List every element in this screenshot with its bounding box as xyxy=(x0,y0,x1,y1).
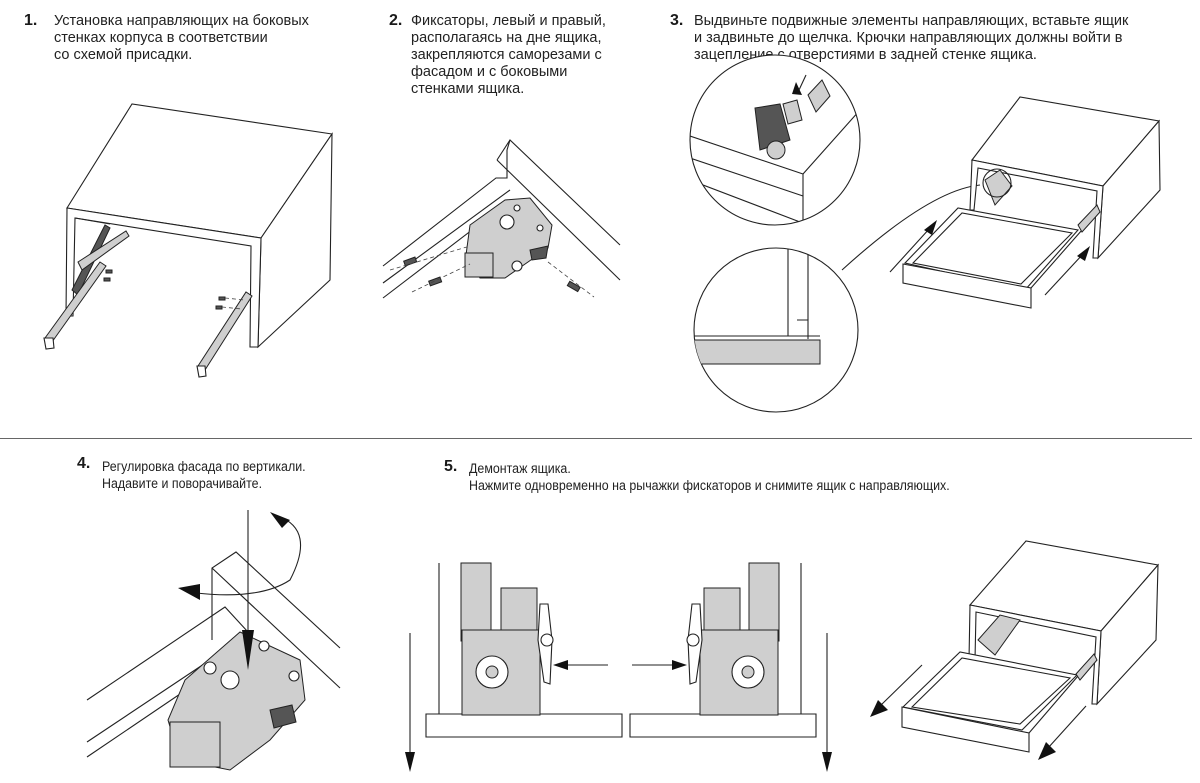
step-3-number: 3. xyxy=(670,12,684,29)
step-2-locking-device-illustration xyxy=(382,139,621,299)
step-2-line-1: Фиксаторы, левый и правый, xyxy=(411,13,606,29)
arrow-down-icon xyxy=(822,752,832,772)
step-3-line-2: и задвиньте до щелчка. Крючки направляющ… xyxy=(694,30,1123,46)
step-4-number: 4. xyxy=(77,455,91,472)
step-2-line-4: фасадом и с боковыми xyxy=(411,64,568,80)
arrow-icon xyxy=(792,82,802,95)
left-locking-device xyxy=(461,629,541,716)
step-1-line-2: стенках корпуса в соответствии xyxy=(54,30,268,46)
drawer-bottom-right xyxy=(629,713,817,738)
step-5-removal-front-view xyxy=(405,562,832,772)
screw-icon xyxy=(103,277,111,282)
drawer-bottom-left xyxy=(425,713,623,738)
step-2-line-5: стенками ящика. xyxy=(411,81,525,97)
section-divider xyxy=(0,438,1192,439)
drawer-inner xyxy=(910,657,1072,725)
step-2-line-2: располагаясь на дне ящика, xyxy=(411,30,602,46)
screw-icon xyxy=(218,296,226,301)
step-3-line-1: Выдвиньте подвижные элементы направляющи… xyxy=(694,13,1129,29)
drawer-front xyxy=(901,706,1030,753)
screw-icon xyxy=(566,280,581,293)
left-rail-end xyxy=(43,337,55,350)
step-4-line-2: Надавите и поворачивайте. xyxy=(102,476,263,491)
detail-circle-bottom xyxy=(693,247,859,413)
device-clip xyxy=(464,252,494,278)
arrow-icon xyxy=(1077,246,1090,261)
inner-edge xyxy=(74,217,111,225)
arrow-icon xyxy=(924,220,937,235)
step-5-number: 5. xyxy=(444,458,458,475)
step-4-line-1: Регулировка фасада по вертикали. xyxy=(102,459,306,474)
step-2-number: 2. xyxy=(389,12,403,29)
detail-circle-top xyxy=(689,54,861,226)
screw-icon xyxy=(215,305,223,310)
arrow-down-icon xyxy=(405,752,415,772)
step-5-removal-drawer-view xyxy=(870,540,1160,760)
rail-detail xyxy=(984,169,1013,206)
rail-right xyxy=(1075,653,1098,681)
step-2-line-3: закрепляются саморезами с xyxy=(411,47,602,63)
arrow-icon xyxy=(270,512,290,528)
step-5-line-1: Демонтаж ящика. xyxy=(469,461,571,476)
drawer-front xyxy=(902,263,1032,309)
adjust-wheel xyxy=(499,214,515,230)
adjust-wheel xyxy=(220,670,240,690)
rail-right xyxy=(1077,204,1101,233)
step-1-line-3: со схемой присадки. xyxy=(54,47,193,63)
step-3-insertion-illustration xyxy=(689,54,1161,413)
rotation-arrow xyxy=(195,515,302,596)
arrow-right-icon xyxy=(672,660,687,670)
step-4-adjustment-illustration xyxy=(86,510,341,771)
arrow-icon xyxy=(870,700,888,717)
step-1-cabinet-illustration xyxy=(43,103,333,378)
right-rail-extended xyxy=(197,291,253,371)
left-rail-bracket xyxy=(77,230,130,271)
left-rail-extended xyxy=(44,261,107,343)
step-1-line-1: Установка направляющих на боковых xyxy=(54,13,309,29)
device-lever xyxy=(269,704,297,729)
right-rail xyxy=(748,562,780,642)
arrow-icon xyxy=(242,630,254,670)
screw-icon xyxy=(105,269,113,274)
device-lever xyxy=(529,245,549,261)
device-clip xyxy=(169,721,221,768)
arrow-left-icon xyxy=(553,660,568,670)
left-rail xyxy=(460,562,492,642)
step-5-line-2: Нажмите одновременно на рычажки фискатор… xyxy=(469,478,950,493)
screw-icon xyxy=(403,256,418,267)
rail-detail xyxy=(977,614,1021,656)
drawer-inner xyxy=(911,212,1074,285)
arrow-icon xyxy=(178,584,200,600)
arrow-icon xyxy=(1038,742,1056,760)
right-rail-end xyxy=(196,365,207,378)
step-1-number: 1. xyxy=(24,12,38,29)
